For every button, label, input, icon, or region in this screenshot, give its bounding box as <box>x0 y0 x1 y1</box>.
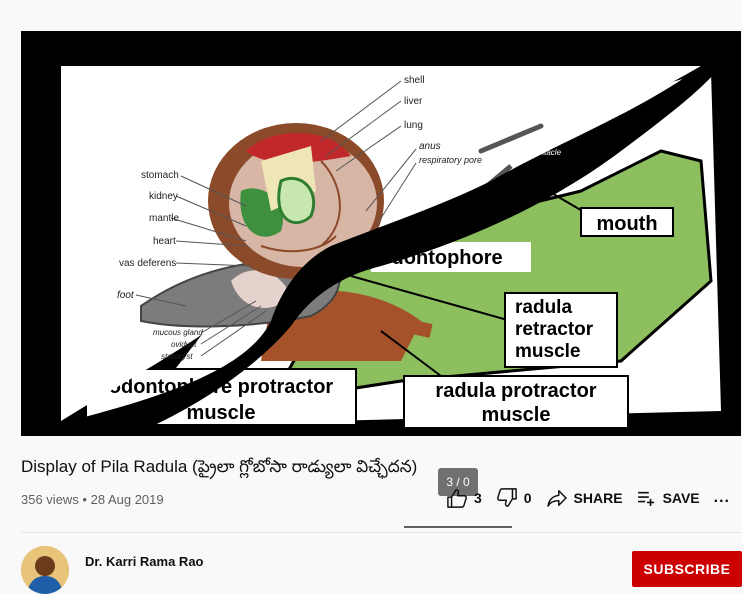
sentiment-bar-fill <box>404 526 512 528</box>
svg-text:lung: lung <box>404 120 423 131</box>
svg-text:stomach: stomach <box>141 170 179 181</box>
save-label: SAVE <box>663 490 700 506</box>
more-actions-button[interactable]: ... <box>714 489 730 507</box>
svg-text:tentacle: tentacle <box>533 148 562 157</box>
channel-avatar[interactable] <box>21 546 69 594</box>
thumb-up-icon <box>446 488 468 508</box>
share-button[interactable]: SHARE <box>546 489 623 507</box>
avatar-image <box>21 546 69 594</box>
like-button[interactable]: 3 <box>446 488 482 508</box>
svg-text:respiratory pore: respiratory pore <box>419 155 482 165</box>
meta-separator: • <box>79 492 91 507</box>
playlist-add-icon <box>637 490 657 506</box>
dislike-button[interactable]: 0 <box>496 488 532 508</box>
subscribe-button[interactable]: SUBSCRIBE <box>632 551 742 587</box>
video-player[interactable]: mouth odontophore radula retractor muscl… <box>21 31 741 436</box>
save-button[interactable]: SAVE <box>637 490 700 506</box>
share-label: SHARE <box>574 490 623 506</box>
video-meta: 356 views • 28 Aug 2019 <box>21 492 164 507</box>
svg-text:foot: foot <box>117 290 135 301</box>
svg-text:mouth: mouth <box>596 213 657 235</box>
svg-text:mantle: mantle <box>149 213 179 224</box>
svg-text:radula protractor: radula protractor <box>435 380 596 402</box>
svg-text:mucous gland: mucous gland <box>153 328 203 337</box>
svg-text:shell: shell <box>404 75 425 86</box>
svg-text:muscle: muscle <box>515 341 580 362</box>
svg-text:retractor: retractor <box>515 319 594 340</box>
divider <box>21 532 742 533</box>
more-icon: ... <box>714 489 730 507</box>
dislike-count: 0 <box>524 490 532 506</box>
share-icon <box>546 489 568 507</box>
view-count: 356 views <box>21 492 79 507</box>
label-radula-retractor: radula retractor muscle <box>505 293 617 367</box>
svg-text:muscle: muscle <box>482 404 551 426</box>
svg-text:statocyst: statocyst <box>161 352 193 361</box>
sentiment-bar <box>404 526 512 528</box>
channel-name[interactable]: Dr. Karri Rama Rao <box>85 554 204 569</box>
label-mouth: mouth <box>581 208 673 236</box>
svg-text:eye: eye <box>543 130 556 139</box>
video-title: Display of Pila Radula (ప్రైలా గ్లోబోసా … <box>21 457 417 481</box>
label-radula-protractor: radula protractor muscle <box>404 376 628 428</box>
svg-text:anus: anus <box>419 141 441 152</box>
svg-text:liver: liver <box>404 96 423 107</box>
svg-text:muscle: muscle <box>187 402 256 424</box>
upload-date: 28 Aug 2019 <box>91 492 164 507</box>
svg-text:oviduct: oviduct <box>171 340 197 349</box>
thumb-down-icon <box>496 488 518 508</box>
action-bar: 3 0 SHARE SAVE ... <box>446 488 730 508</box>
video-frame: mouth odontophore radula retractor muscl… <box>21 31 741 436</box>
svg-text:heart: heart <box>153 236 176 247</box>
svg-text:radula: radula <box>515 297 572 318</box>
like-count: 3 <box>474 490 482 506</box>
svg-text:kidney: kidney <box>149 191 178 202</box>
svg-text:vas deferens: vas deferens <box>119 258 176 269</box>
